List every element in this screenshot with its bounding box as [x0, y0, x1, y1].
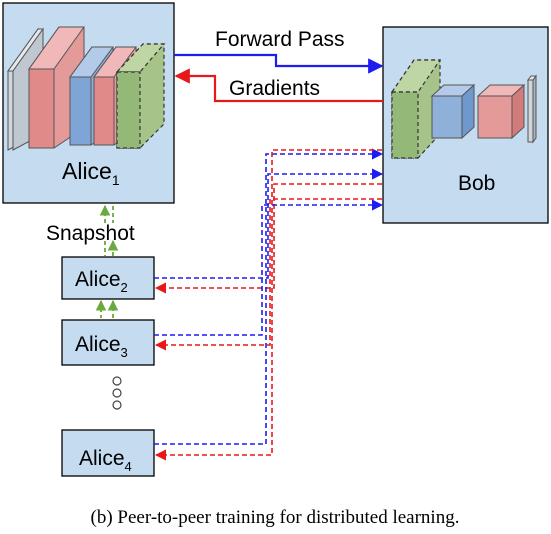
figure-caption: (b) Peer-to-peer training for distribute… [91, 507, 460, 528]
snapshot-edge: Snapshot [46, 204, 135, 256]
alice3-bob-edges [154, 198, 384, 351]
alice1-node: Alice1 [2, 2, 175, 204]
ellipsis-dots [112, 376, 122, 410]
forward-pass-edge: Forward Pass [174, 28, 384, 74]
gradients-label: Gradients [229, 77, 320, 100]
alice4-label: Alice4 [79, 447, 132, 474]
alice1-network-layers [7, 26, 166, 151]
snapshot-edge-2-3 [95, 299, 119, 318]
alice3-node: Alice3 [61, 319, 155, 366]
alice2-bob-edges [154, 168, 384, 294]
gradients-edge: Gradients [174, 68, 383, 103]
alice4-node: Alice4 [61, 429, 155, 477]
bob-label: Bob [458, 172, 495, 195]
alice2-label: Alice2 [75, 268, 128, 295]
alice2-node: Alice2 [61, 256, 155, 300]
forward-pass-label: Forward Pass [215, 28, 345, 51]
alice1-label: Alice1 [62, 158, 120, 188]
alice3-label: Alice3 [75, 333, 128, 360]
bob-network-layers [390, 59, 537, 159]
snapshot-label: Snapshot [46, 222, 135, 245]
bob-node: Bob [382, 26, 549, 224]
alice4-bob-edges [154, 148, 384, 461]
